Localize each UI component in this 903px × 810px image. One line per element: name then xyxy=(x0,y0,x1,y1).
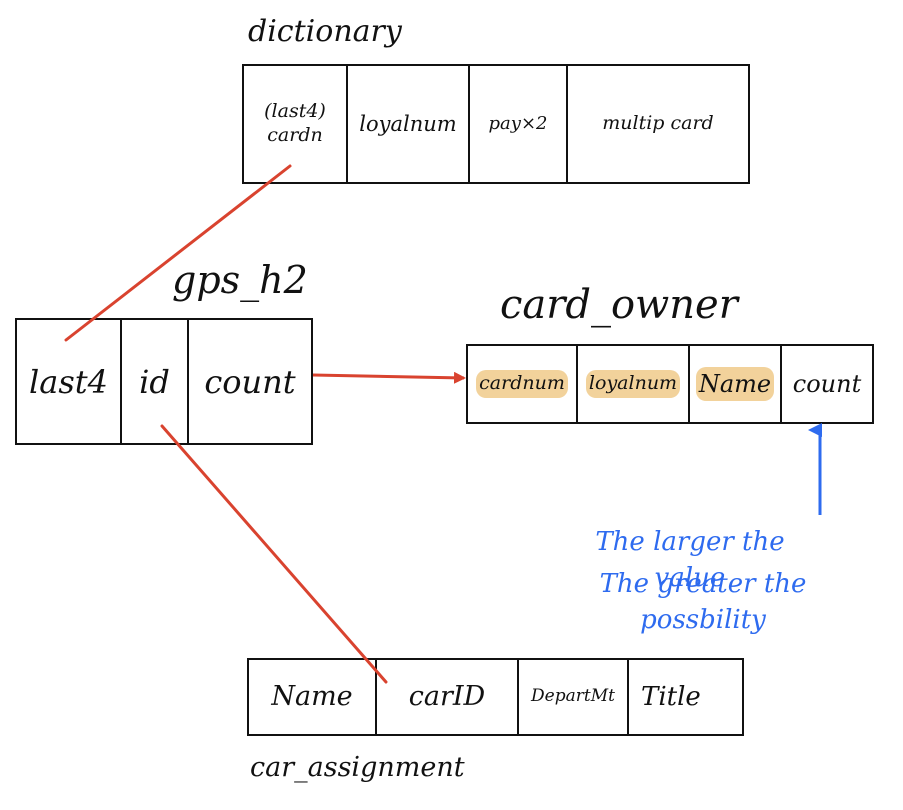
gps-h2-column-count: count xyxy=(204,362,296,401)
card-owner-table: cardnum loyalnum Name count xyxy=(466,344,874,424)
dictionary-table: (last4) cardn loyalnum pay×2 multip card xyxy=(242,64,750,184)
card-owner-name-label: Name xyxy=(695,367,775,401)
dictionary-column-multip-card: multip card xyxy=(602,112,714,135)
link-last4-to-cardn xyxy=(64,164,292,342)
car-assignment-table: Name carID DepartMt Title xyxy=(247,658,744,736)
dictionary-column-loyalnum: loyalnum xyxy=(348,66,470,182)
arrow-count-to-card-owner xyxy=(312,371,466,384)
card-owner-column-name: Name xyxy=(690,346,782,422)
gps-h2-column-last4: last4 xyxy=(17,320,122,443)
card-owner-column-count: count xyxy=(792,370,862,398)
card-owner-cardnum-label: cardnum xyxy=(476,370,568,398)
car-assignment-title: car_assignment xyxy=(250,752,465,783)
link-id-to-carid xyxy=(160,424,388,684)
dictionary-column-pay: pay×2 xyxy=(470,66,568,182)
note-line-2: The greater the possbility xyxy=(599,569,807,635)
car-assignment-column-departmt: DepartMt xyxy=(519,660,629,734)
gps-h2-title: gps_h2 xyxy=(172,258,308,302)
card-owner-title: card_owner xyxy=(500,282,738,328)
card-owner-loyalnum-label: loyalnum xyxy=(585,370,681,398)
card-owner-column-cardnum: cardnum xyxy=(468,346,578,422)
car-assignment-column-carid: carID xyxy=(377,660,519,734)
car-assignment-column-name: Name xyxy=(249,660,377,734)
gps-h2-column-id: id xyxy=(122,320,189,443)
dictionary-column-cardn: (last4) cardn xyxy=(244,66,348,182)
card-owner-column-loyalnum: loyalnum xyxy=(578,346,690,422)
gps-h2-table: last4 id count xyxy=(15,318,313,445)
dictionary-title: dictionary xyxy=(248,14,402,49)
car-assignment-column-title: Title xyxy=(641,681,701,712)
note-line-1: The larger the value xyxy=(595,527,785,593)
